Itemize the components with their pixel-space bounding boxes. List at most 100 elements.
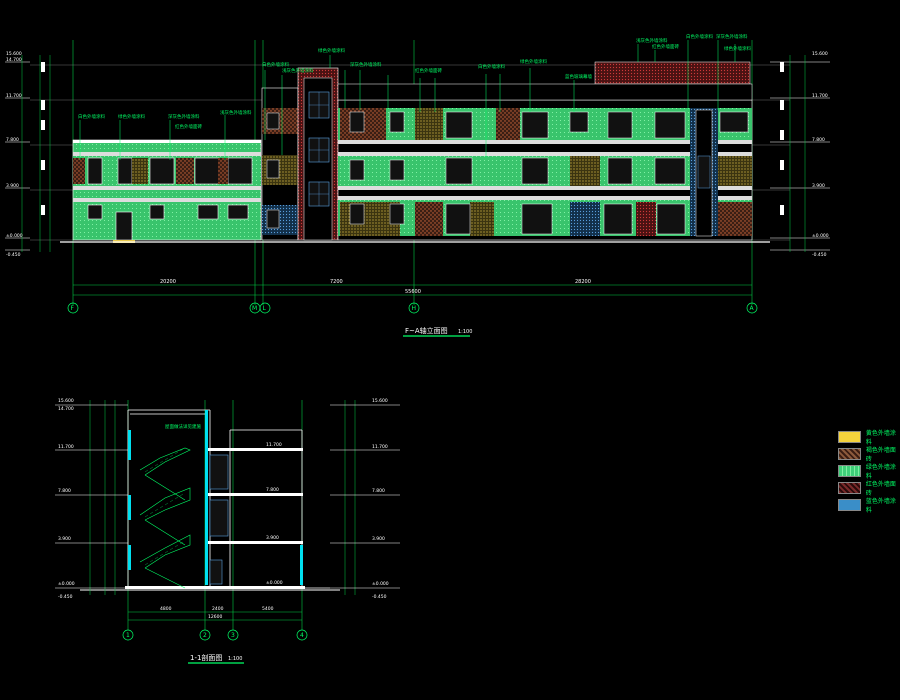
svg-text:2: 2 [203, 632, 207, 639]
annotation-label: 白色外墙涂料 [478, 63, 505, 70]
svg-text:M: M [252, 305, 257, 312]
svg-text:F: F [71, 305, 75, 312]
svg-text:7.800: 7.800 [812, 137, 825, 143]
legend-swatch [838, 430, 861, 443]
svg-text:3.900: 3.900 [812, 183, 825, 189]
dimension-total: 55600 [405, 289, 421, 295]
svg-text:1:100: 1:100 [458, 329, 472, 335]
svg-text:L: L [263, 305, 267, 312]
annotation-label: 浅灰色外墙涂料 [220, 109, 252, 116]
annotation-label: 红色外墙面砖 [175, 123, 202, 130]
legend-swatch [838, 447, 861, 460]
dimension-value: 20200 [160, 279, 176, 285]
svg-text:7.800: 7.800 [6, 137, 19, 143]
svg-text:11.700: 11.700 [266, 442, 282, 448]
svg-text:15.600: 15.600 [58, 398, 74, 404]
section-drawing: 11.700 7.800 3.900 ±0.000 屋面做法详见建施 15.60… [55, 398, 400, 664]
svg-text:15.600: 15.600 [812, 51, 828, 57]
annotation-label: 白色外墙涂料 [78, 113, 105, 120]
axis-bubble: F [67, 302, 79, 314]
annotation-label: 深灰色外墙涂料 [168, 113, 200, 120]
svg-text:屋面做法详见建施: 屋面做法详见建施 [165, 423, 201, 430]
svg-text:4800: 4800 [160, 606, 172, 612]
axis-bubble: A [746, 302, 758, 314]
svg-text:±0.000: ±0.000 [812, 233, 829, 239]
axis-bubble: H [408, 302, 420, 314]
svg-text:±0.000: ±0.000 [58, 581, 75, 587]
svg-text:1: 1 [126, 632, 130, 639]
elevation-drawing: 白色外墙涂料 浅灰色外墙涂料 绿色外墙涂料 深灰色外墙涂料 红色外墙面砖 白色外… [5, 33, 830, 337]
legend-item: 绿色外墙涂料 [838, 462, 900, 480]
legend-item: 黄色外墙涂料 [838, 428, 900, 446]
section-outline [127, 409, 330, 589]
svg-text:5400: 5400 [262, 606, 274, 612]
elevation-stair-tower [297, 67, 339, 241]
elevation-dimension-lines [73, 284, 752, 296]
section-dimensions: 4800 2400 5400 12600 [160, 606, 274, 620]
annotation-label: 白色外墙涂料 [686, 33, 713, 40]
elevation-left-wing [72, 139, 262, 243]
section-axis-bubbles: 1 2 3 4 [122, 629, 308, 641]
svg-text:14.700: 14.700 [6, 57, 22, 63]
legend-label: 褐色外墙面砖 [865, 446, 896, 463]
elevation-level-marks-right: 15.600 11.700 7.800 3.900 ±0.000 -0.450 [770, 51, 830, 258]
annotation-label: 深灰色外墙涂料 [350, 61, 382, 68]
annotation-label: 蓝色玻璃幕墙 [565, 73, 592, 80]
legend-item: 褐色外墙面砖 [838, 445, 900, 463]
svg-text:1:100: 1:100 [228, 656, 242, 662]
elevation-leaders [79, 40, 736, 160]
annotation-label: 深灰色外墙涂料 [716, 33, 748, 40]
svg-text:A: A [750, 305, 755, 312]
elevation-dimensions: 20200 7200 28200 55600 [160, 279, 591, 295]
svg-text:11.700: 11.700 [6, 93, 22, 99]
elevation-annotations: 白色外墙涂料 浅灰色外墙涂料 绿色外墙涂料 深灰色外墙涂料 红色外墙面砖 白色外… [78, 33, 751, 130]
annotation-label: 浅灰色外墙涂料 [282, 67, 314, 74]
svg-text:-0.450: -0.450 [372, 594, 387, 600]
legend-label: 红色外墙面砖 [865, 480, 896, 497]
svg-text:F~A轴立面图: F~A轴立面图 [405, 326, 448, 335]
annotation-label: 绿色外墙涂料 [724, 45, 751, 52]
svg-text:11.700: 11.700 [372, 444, 388, 450]
annotation-label: 浅灰色外墙涂料 [636, 37, 668, 44]
svg-text:-0.450: -0.450 [58, 594, 73, 600]
axis-bubble: 2 [199, 629, 211, 641]
annotation-label: 绿色外墙涂料 [318, 47, 345, 54]
annotation-label: 绿色外墙涂料 [118, 113, 145, 120]
svg-text:15.600: 15.600 [6, 51, 22, 57]
section-stairs [139, 447, 191, 589]
svg-text:±0.000: ±0.000 [372, 581, 389, 587]
svg-text:14.700: 14.700 [58, 406, 74, 412]
annotation-label: 红色外墙面砖 [652, 43, 679, 50]
svg-text:3.900: 3.900 [372, 536, 385, 542]
svg-text:3.900: 3.900 [266, 535, 279, 541]
svg-text:-0.450: -0.450 [812, 252, 827, 258]
axis-bubble: M [249, 302, 261, 314]
svg-text:1-1剖面图: 1-1剖面图 [190, 653, 222, 662]
elevation-axis-bubbles: F M L H A [67, 302, 758, 314]
svg-text:2400: 2400 [212, 606, 224, 612]
svg-text:±0.000: ±0.000 [6, 233, 23, 239]
svg-text:11.700: 11.700 [812, 93, 828, 99]
legend-swatch [838, 481, 861, 494]
axis-bubble: L [259, 302, 271, 314]
legend-label: 黄色外墙涂料 [865, 429, 896, 446]
section-title: 1-1剖面图 1:100 [188, 653, 244, 664]
annotation-label: 绿色外墙涂料 [520, 58, 547, 65]
elevation-main-block [337, 61, 753, 241]
annotation-label: 红色外墙面砖 [415, 67, 442, 74]
dimension-value: 28200 [575, 279, 591, 285]
section-level-marks-left: 15.600 14.700 11.700 7.800 3.900 ±0.000 … [55, 398, 128, 600]
elevation-level-marks-left: 15.600 14.700 11.700 7.800 3.900 ±0.000 … [5, 51, 51, 258]
svg-text:15.600: 15.600 [372, 398, 388, 404]
svg-text:11.700: 11.700 [58, 444, 74, 450]
legend-swatch [838, 498, 861, 511]
svg-text:-0.450: -0.450 [6, 252, 21, 258]
entrance-door [115, 211, 133, 241]
legend-item: 蓝色外墙涂料 [838, 496, 900, 514]
dimension-value: 7200 [330, 279, 343, 285]
svg-text:12600: 12600 [208, 614, 222, 620]
legend-label: 绿色外墙涂料 [865, 463, 896, 480]
legend-label: 蓝色外墙涂料 [865, 497, 896, 514]
svg-text:3.900: 3.900 [6, 183, 19, 189]
